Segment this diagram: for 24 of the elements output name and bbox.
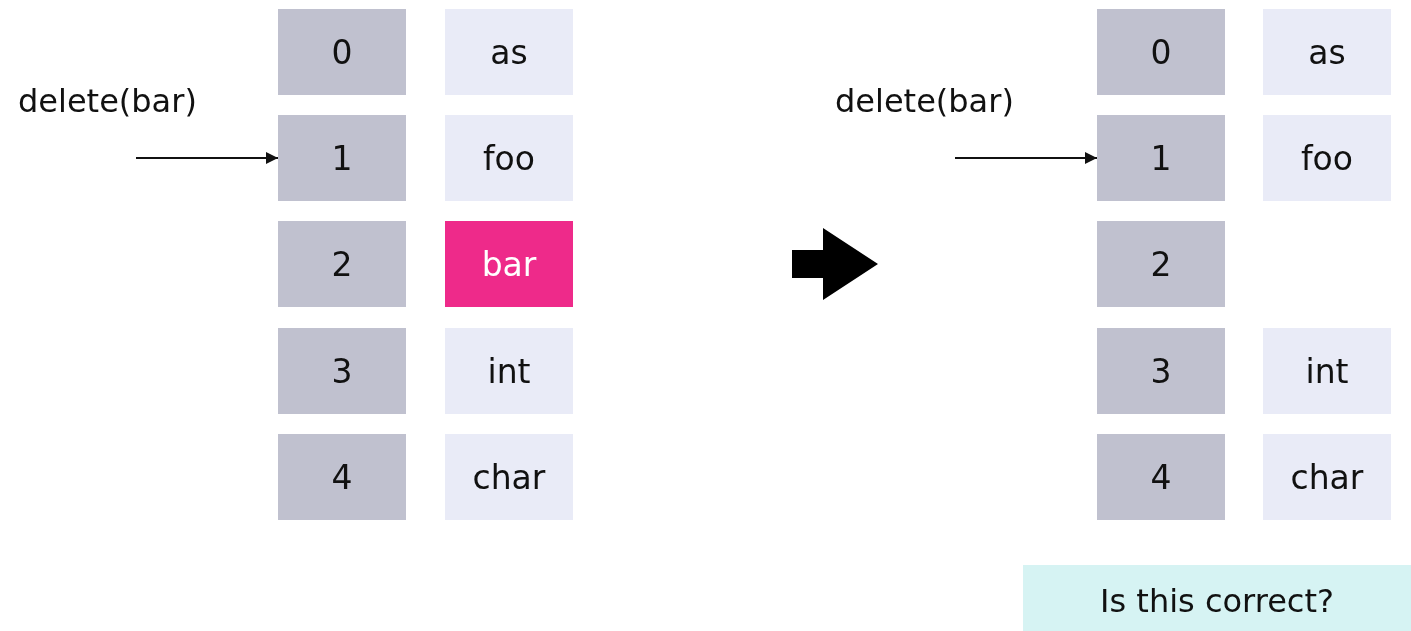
highlighted-value-cell: bar bbox=[445, 221, 573, 307]
index-cell: 2 bbox=[278, 221, 406, 307]
value-cell: int bbox=[445, 328, 573, 414]
index-cell: 0 bbox=[1097, 9, 1225, 95]
value-cell: char bbox=[445, 434, 573, 520]
operation-label: delete(bar) bbox=[18, 82, 197, 120]
value-cell: as bbox=[445, 9, 573, 95]
index-cell: 2 bbox=[1097, 221, 1225, 307]
index-cell: 3 bbox=[1097, 328, 1225, 414]
index-cell: 1 bbox=[1097, 115, 1225, 201]
arrow bbox=[135, 152, 279, 164]
index-cell: 0 bbox=[278, 9, 406, 95]
value-cell: int bbox=[1263, 328, 1391, 414]
value-cell: foo bbox=[445, 115, 573, 201]
value-cell: as bbox=[1263, 9, 1391, 95]
index-cell: 1 bbox=[278, 115, 406, 201]
value-cell: char bbox=[1263, 434, 1391, 520]
index-cell: 4 bbox=[1097, 434, 1225, 520]
arrow bbox=[954, 152, 1098, 164]
index-cell: 4 bbox=[278, 434, 406, 520]
note-box: Is this correct? bbox=[1023, 565, 1411, 631]
operation-label: delete(bar) bbox=[835, 82, 1014, 120]
value-cell: foo bbox=[1263, 115, 1391, 201]
index-cell: 3 bbox=[278, 328, 406, 414]
